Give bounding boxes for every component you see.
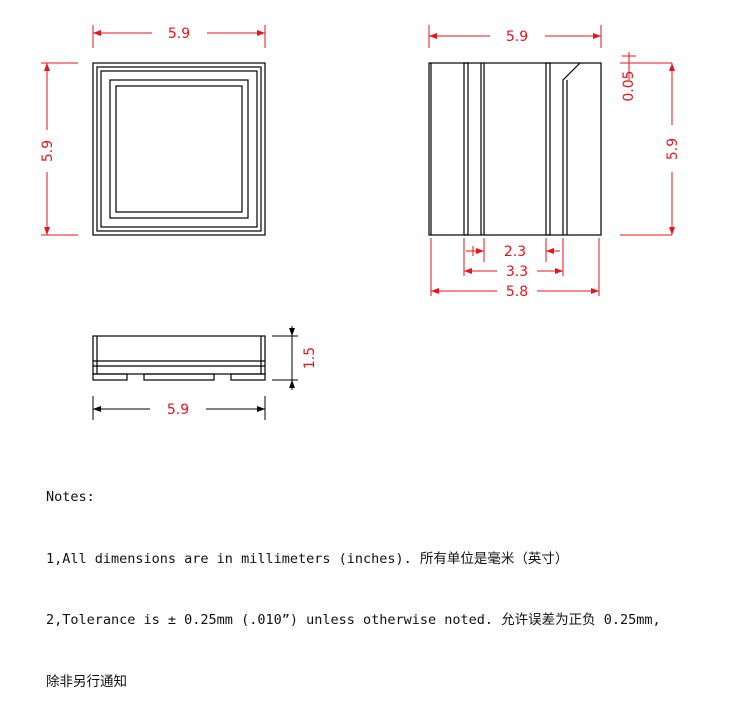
side-view (428, 62, 602, 236)
dim-inner-span-1: 2.3 (504, 244, 526, 260)
drawing-canvas: 5.9 5.9 5.9 0.05 5.9 2.3 3.3 5.8 1.5 5.9 (40, 25, 681, 420)
dim-side-view-height: 5.9 (665, 138, 681, 160)
dim-side-view-width: 5.9 (506, 29, 528, 45)
dim-front-view-width: 5.9 (167, 402, 189, 418)
dim-front-view-height: 1.5 (302, 347, 318, 369)
dim-top-view-width: 5.9 (168, 26, 190, 42)
notes-line-1: 1,All dimensions are in millimeters (inc… (46, 550, 569, 567)
notes-heading: Notes: (46, 489, 95, 505)
dim-inner-span-2: 3.3 (506, 264, 528, 280)
notes-block: Notes: 1,All dimensions are in millimete… (46, 446, 746, 713)
notes-line-2: 2,Tolerance is ± 0.25mm (.010”) unless o… (46, 612, 661, 628)
dim-bottom-span: 5.8 (506, 284, 528, 300)
dim-side-view-offset: 0.05 (621, 70, 637, 101)
dim-top-view-height: 5.9 (40, 140, 56, 162)
top-view (92, 62, 266, 236)
notes-line-3: 除非另行通知 (46, 673, 127, 690)
front-view (92, 335, 266, 381)
